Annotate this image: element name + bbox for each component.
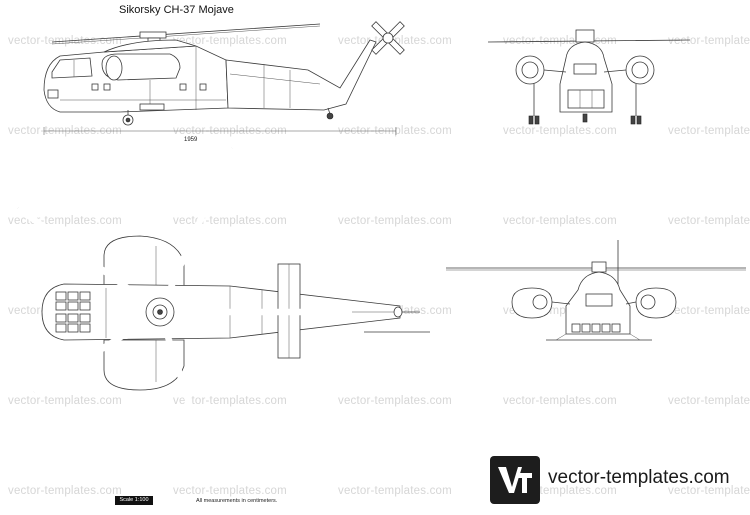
front-view-top [487, 29, 691, 125]
front2-right-intake [640, 294, 656, 310]
watermark-text: vector-templates.com [8, 395, 122, 407]
dimension-label: 1959 [184, 137, 198, 143]
front2-left-intake [532, 294, 548, 310]
front-right-wheel [630, 115, 636, 125]
side-nose-window [47, 89, 59, 99]
side-main-rotor-blade-edge [51, 25, 321, 45]
front-left-pylon [543, 69, 567, 73]
front-right-pylon [603, 69, 627, 73]
side-tail-line [229, 73, 321, 85]
side-cabin-window [199, 83, 207, 91]
watermark-text: vector-templates.com [503, 215, 617, 227]
front-tail-wheel [582, 113, 588, 123]
front-windshield [567, 89, 605, 109]
vt-logo-icon [498, 467, 532, 493]
watermark-text: vector-templates.com [338, 485, 452, 497]
front2-left-pylon [551, 301, 571, 305]
watermark-text: vector-templates.com [173, 395, 287, 407]
front-left-wheel [528, 115, 534, 125]
watermark-text: vector-templates.com [503, 125, 617, 137]
top-view [16, 146, 430, 489]
front-left-wheel [534, 115, 540, 125]
front2-upper-window [585, 293, 613, 307]
side-view [43, 21, 405, 135]
side-tail-rotor [371, 21, 405, 55]
watermark-text: vector-templates.com [668, 305, 750, 317]
front-right-wheel [636, 115, 642, 125]
front2-left-leg [555, 333, 567, 341]
watermark-text: vector-templates.com [668, 215, 750, 227]
front2-rotor-hub [591, 261, 607, 273]
top-cockpit-windows [55, 291, 91, 333]
vector-templates-logo [490, 456, 540, 504]
side-main-rotor-blade [51, 23, 321, 43]
side-cockpit-window [51, 57, 93, 79]
side-step [139, 103, 165, 111]
side-engine-intake [105, 55, 123, 81]
side-upper-fairing [103, 39, 197, 53]
watermark-text: vector-templates.com [668, 485, 750, 497]
side-rotor-hub [139, 31, 167, 39]
watermark-text: vector-templates.com [668, 125, 750, 137]
scale-badge: Scale 1:100 [115, 496, 153, 505]
watermark-text: vector-templates.com [338, 395, 452, 407]
watermark-text: vector-templates.com [8, 485, 122, 497]
top-tail-rotor-hub [393, 306, 403, 318]
front2-right-leg [629, 333, 641, 341]
front-right-nacelle-intake [631, 61, 649, 79]
watermark-text: vector-templates.com [668, 395, 750, 407]
watermark-text: vector-templates.com [173, 35, 287, 47]
front2-windshield [571, 323, 621, 333]
front-left-nacelle-intake [521, 61, 539, 79]
front-view-bottom [446, 240, 746, 341]
brand-name: vector-templates.com [548, 467, 730, 488]
watermark-text: vector-templates.com [668, 35, 750, 47]
side-cabin-window [179, 83, 187, 91]
sheet-title: Sikorsky CH-37 Mojave [119, 4, 234, 16]
front2-right-pylon [625, 301, 637, 305]
measurement-note: All measurements in centimeters. [196, 498, 278, 504]
side-cabin-window [103, 83, 111, 91]
watermark-text: vector-templates.com [173, 485, 287, 497]
side-tail-boom [225, 39, 377, 111]
side-cabin-window [91, 83, 99, 91]
side-tail-wheel [326, 112, 334, 120]
front-upper-window [573, 63, 597, 75]
watermark-text: vector-templates.com [503, 395, 617, 407]
top-main-rotor [16, 146, 352, 489]
front-rotor-hub [575, 29, 595, 43]
watermark-text: vector-templates.com [338, 215, 452, 227]
side-main-wheel-hub [125, 117, 131, 123]
